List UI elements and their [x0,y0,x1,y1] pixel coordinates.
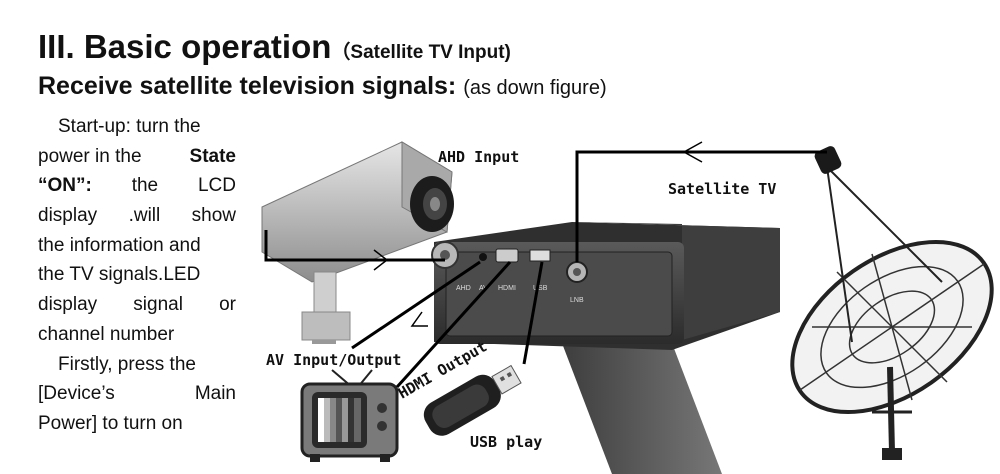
port-label-lnb: LNB [570,297,584,304]
tv-icon [300,369,399,462]
label-av-io: AV Input/Output [266,351,401,369]
heading-subtitle: （Satellite TV Input) [331,42,511,63]
usb-cable [522,261,544,365]
usb-stick-icon [423,364,522,436]
connection-diagram: AHD AV HDMI USB LNB [261,141,994,474]
text-line: Firstly, press the [58,353,196,375]
cables [264,150,827,389]
usb-port [529,249,551,262]
heading-title: III. Basic operation [38,28,332,65]
port-label-usb: USB [533,285,548,292]
port-label-av: AV [479,285,488,292]
hdmi-cable [395,260,512,389]
satellite-dish-icon [790,146,994,460]
arrows [373,141,703,327]
satellite-meter-icon: AHD AV HDMI USB LNB [431,222,780,350]
port-label-ahd: AHD [456,285,471,292]
label-usb-play: USB play [470,433,542,451]
cctv-camera-icon [261,141,454,344]
text-line: channel number [38,323,175,345]
device-grip [552,317,722,474]
ahd-cable [264,230,445,262]
lnb-cable [575,150,827,262]
port-label-hdmi: HDMI [498,285,516,292]
hdmi-port [495,248,519,263]
subheading-note: (as down figure) [463,77,607,99]
subheading-title: Receive satellite television signals: [38,72,457,100]
section-heading: III. Basic operation（Satellite TV Input) [38,28,511,66]
av-cable [351,260,481,350]
text-line: the TV signals.LED [38,264,201,286]
text-line: Power] to turn on [38,412,183,434]
label-ahd-input: AHD Input [438,148,519,166]
text-line: the information and [38,234,201,256]
label-satellite-tv: Satellite TV [668,180,776,198]
text-line: Start-up: turn the [58,116,201,137]
av-jack-port [479,253,487,261]
section-subheading: Receive satellite television signals: (a… [38,72,607,101]
